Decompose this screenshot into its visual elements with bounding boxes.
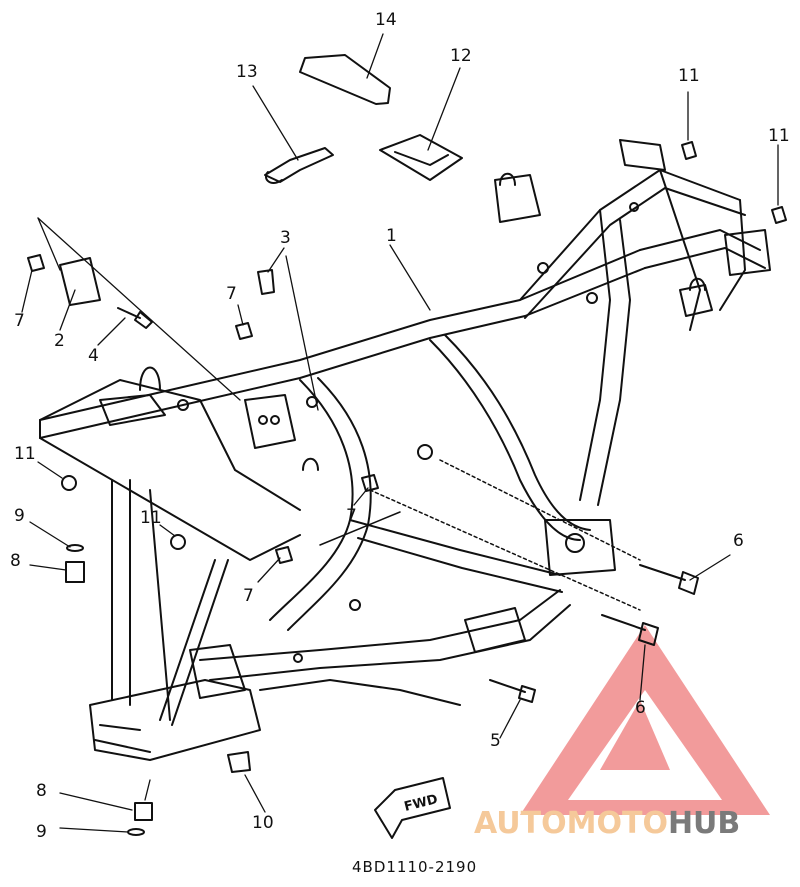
part-6a-shape bbox=[639, 564, 699, 595]
part-12-shape bbox=[379, 134, 463, 181]
watermark-text-b: HUB bbox=[667, 806, 741, 841]
callout-11-left: 11 bbox=[14, 444, 36, 464]
callout-8-bottom: 8 bbox=[36, 781, 47, 801]
callout-5: 5 bbox=[490, 731, 501, 751]
part-10-shape bbox=[227, 751, 251, 773]
callout-7-lower: 7 bbox=[243, 586, 254, 606]
callout-10: 10 bbox=[252, 813, 274, 833]
callout-9-top: 9 bbox=[14, 506, 25, 526]
part-11a-shape bbox=[61, 475, 77, 491]
watermark-text-a: AUTOMOTO bbox=[474, 806, 668, 841]
callout-7-left: 7 bbox=[14, 311, 25, 331]
callout-1: 1 bbox=[386, 226, 397, 246]
part-2-shape bbox=[59, 257, 101, 306]
part-14-shape bbox=[299, 54, 391, 105]
part-11d-shape bbox=[771, 206, 787, 224]
callout-12: 12 bbox=[450, 46, 472, 66]
part-3-shape bbox=[257, 269, 275, 295]
callout-9-bottom: 9 bbox=[36, 822, 47, 842]
leader-lines bbox=[21, 33, 779, 833]
part-6b-shape bbox=[601, 614, 659, 646]
main-frame bbox=[39, 139, 771, 761]
callout-11-right: 11 bbox=[768, 126, 790, 146]
part-11b-shape bbox=[170, 534, 186, 550]
callout-6-lower: 6 bbox=[635, 698, 646, 718]
callout-2: 2 bbox=[54, 331, 65, 351]
part-8b-shape bbox=[134, 802, 153, 821]
callout-7-center: 7 bbox=[346, 506, 357, 526]
part-5-shape bbox=[489, 679, 536, 703]
part-4-shape bbox=[117, 307, 153, 329]
watermark-logo-icon bbox=[520, 625, 770, 815]
fwd-arrow-icon bbox=[374, 777, 451, 839]
callout-8-top: 8 bbox=[10, 551, 21, 571]
callout-7-mid: 7 bbox=[226, 284, 237, 304]
callout-3: 3 bbox=[280, 228, 291, 248]
callout-6-right: 6 bbox=[733, 531, 744, 551]
part-11c-shape bbox=[681, 141, 697, 160]
watermark: AUTOMOTOHUB bbox=[474, 806, 740, 841]
callout-4: 4 bbox=[88, 346, 99, 366]
callout-14: 14 bbox=[375, 10, 397, 30]
part-13-shape bbox=[264, 147, 334, 184]
part-7b-shape bbox=[235, 322, 253, 340]
callout-13: 13 bbox=[236, 62, 258, 82]
figure-code: 4BD1110-2190 bbox=[352, 858, 478, 876]
callout-11-top: 11 bbox=[678, 66, 700, 86]
part-7a-shape bbox=[27, 254, 45, 272]
part-7c-shape bbox=[361, 474, 379, 492]
callout-11-center: 11 bbox=[140, 508, 162, 528]
part-8a-shape bbox=[65, 561, 85, 583]
part-9a-shape bbox=[66, 544, 84, 552]
part-9b-shape bbox=[127, 828, 145, 836]
